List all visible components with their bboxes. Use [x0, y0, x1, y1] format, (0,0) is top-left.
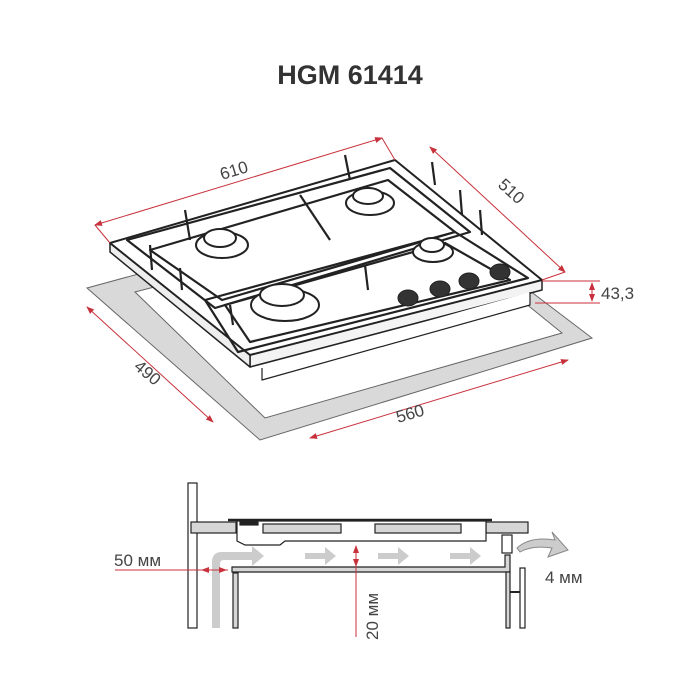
burner-back-left	[195, 228, 249, 259]
side-gap-label: 50 мм	[114, 551, 161, 570]
model-title: HGM 61414	[277, 60, 423, 90]
air-gap-label: 20 мм	[363, 593, 382, 640]
installation-section	[187, 482, 529, 629]
shelf	[231, 554, 511, 573]
dimension-height: 43,3	[601, 284, 634, 303]
airflow-arrows	[212, 531, 569, 628]
countertop-right	[485, 521, 529, 534]
dimension-depth: 510	[494, 175, 528, 208]
countertop-left	[190, 521, 237, 534]
dimension-lines	[86, 137, 600, 439]
cabinet-wall	[187, 482, 198, 629]
dimension-cutout-depth: 490	[130, 357, 164, 390]
rear-gap-label: 4 мм	[545, 568, 583, 587]
burner-front-left	[250, 283, 320, 322]
gap-dimensions	[115, 545, 359, 637]
dimension-cutout-width: 560	[394, 401, 427, 427]
